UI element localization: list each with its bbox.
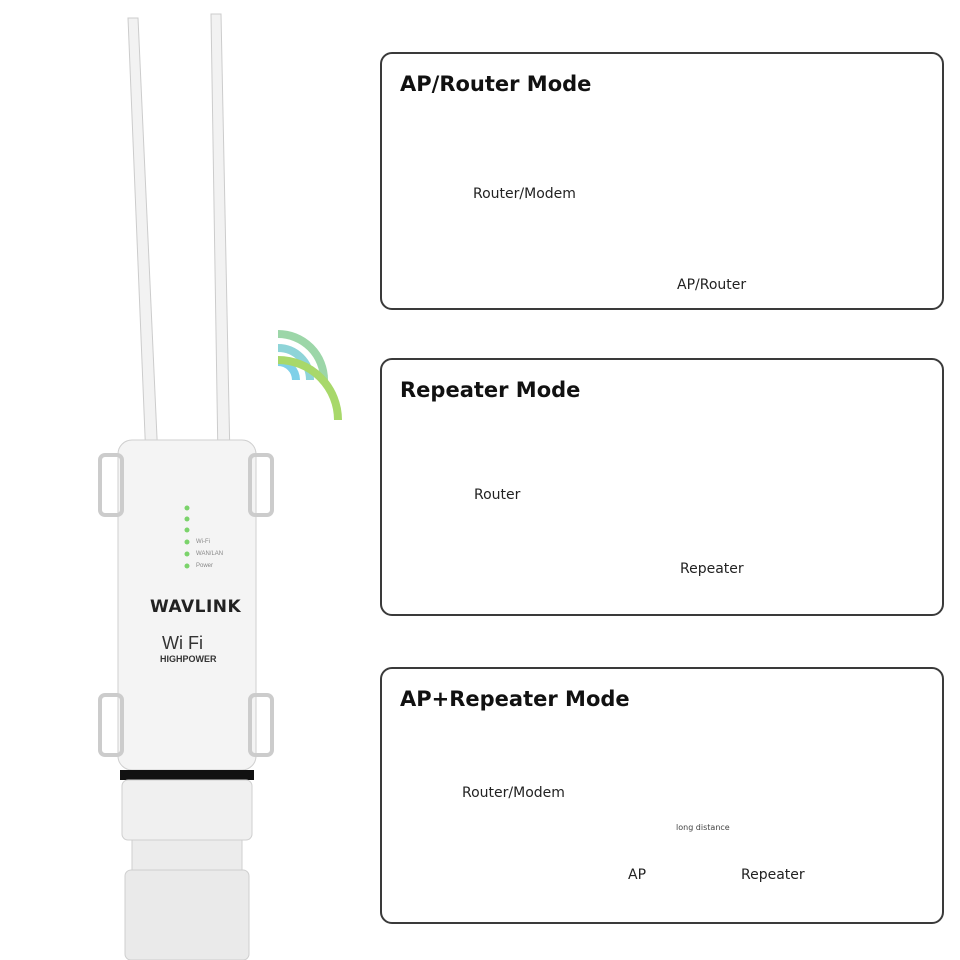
router-modem-label: Router/Modem [462,785,565,801]
signal-waves-icon [277,330,342,421]
panel-repeater-mode: Repeater Mode [380,358,944,616]
panel-title: AP/Router Mode [400,72,592,96]
panel-title: Repeater Mode [400,378,581,402]
ap-label: AP [628,867,647,883]
brand-logo: WAVLINK [150,597,242,617]
panel-ap-router-mode: AP/Router Mode [380,52,944,310]
outdoor-ap-device [98,13,274,960]
highpower-label: HIGHPOWER [160,654,217,664]
led-label-power: Power [196,563,214,569]
long-distance-label: long distance [676,823,730,832]
ap-router-label: AP/Router [677,277,747,293]
wifi-logo: Wi Fi [162,633,203,653]
panel-title: AP+Repeater Mode [400,687,630,711]
router-modem-label: Router/Modem [473,186,576,202]
repeater-label: Repeater [680,561,744,577]
led-label-wan-lan: WAN/LAN [196,551,224,557]
router-label: Router [474,487,521,503]
repeater-label: Repeater [741,867,805,883]
led-label-wifi: Wi-Fi [196,539,210,545]
panel-ap-repeater-mode: AP+Repeater Mode [380,667,944,924]
